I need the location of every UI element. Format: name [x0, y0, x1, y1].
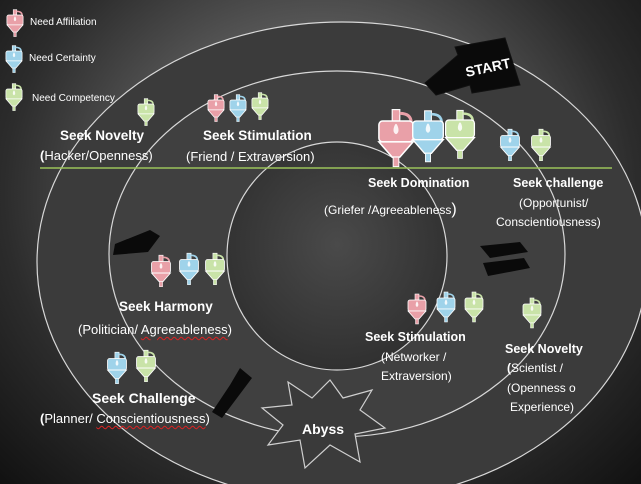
need-competency-icon — [522, 297, 542, 329]
need-certainty-icon — [229, 94, 247, 122]
seek-stimulation-top-title: Seek Stimulation — [203, 128, 312, 143]
seek-challenge-right-title: Seek challenge — [513, 176, 604, 190]
seek-novelty-top-title: Seek Novelty — [60, 128, 145, 143]
need-competency-icon — [444, 109, 476, 159]
seek-novelty-bottom-title: Seek Novelty — [505, 342, 583, 356]
seek-novelty-bottom-sub1: (Scientist / — [507, 361, 564, 375]
need-competency-icon — [464, 291, 484, 323]
legend-certainty-label: Need Certainty — [29, 53, 96, 64]
seek-harmony-title: Seek Harmony — [119, 299, 213, 314]
seek-novelty-bottom-sub3: Experience) — [510, 400, 575, 414]
seek-harmony-sub: (Politician/ Agreeableness) — [78, 322, 232, 337]
seek-challenge-left-title: Seek Challenge — [92, 390, 196, 406]
need-certainty-icon — [499, 128, 521, 161]
need-certainty-icon — [106, 351, 128, 384]
direction-arrow-right-top — [480, 242, 528, 258]
need-certainty-icon — [5, 45, 23, 73]
legend-competency-label: Need Competency — [32, 93, 115, 104]
seek-stimulation-bottom-sub2: Extraversion) — [381, 369, 452, 383]
direction-arrow-bottom — [212, 368, 252, 418]
need-competency-icon — [5, 83, 23, 111]
seek-novelty-top-sub: (Hacker/Openness) — [40, 148, 153, 163]
seek-domination-sub: (Griefer /Agreeableness) — [324, 201, 457, 218]
need-competency-icon — [135, 349, 157, 382]
need-competency-icon — [530, 128, 552, 161]
direction-arrow-right-bottom — [483, 258, 530, 276]
legend-affiliation-label: Need Affiliation — [30, 17, 97, 28]
need-affiliation-icon — [150, 254, 172, 287]
need-competency-icon — [251, 92, 269, 120]
need-competency-icon — [204, 252, 226, 285]
abyss-label: Abyss — [302, 421, 344, 437]
need-affiliation-icon — [207, 94, 225, 122]
inner-ring — [226, 141, 448, 371]
need-affiliation-icon — [6, 9, 24, 37]
seek-challenge-left-sub: (Planner/ Conscientiousness) — [40, 411, 210, 426]
seek-domination-title: Seek Domination — [368, 176, 470, 190]
start-arrow — [424, 37, 521, 96]
seek-stimulation-bottom-title: Seek Stimulation — [365, 330, 466, 344]
need-certainty-icon — [436, 291, 456, 323]
need-affiliation-icon — [407, 293, 427, 325]
seek-challenge-right-sub1: (Opportunist/ — [519, 196, 589, 210]
seek-stimulation-bottom-sub1: (Networker / — [381, 350, 447, 364]
need-competency-icon — [137, 98, 155, 126]
need-affiliation-icon — [377, 109, 415, 168]
need-certainty-icon — [178, 252, 200, 285]
seek-novelty-bottom-sub2: (Openness o — [507, 381, 576, 395]
seek-stimulation-top-sub: (Friend / Extraversion) — [186, 149, 315, 164]
seek-challenge-right-sub2: Conscientiousness) — [496, 215, 601, 229]
direction-arrow-left — [113, 230, 160, 255]
need-certainty-icon — [411, 110, 445, 163]
abyss-burst — [260, 379, 387, 470]
